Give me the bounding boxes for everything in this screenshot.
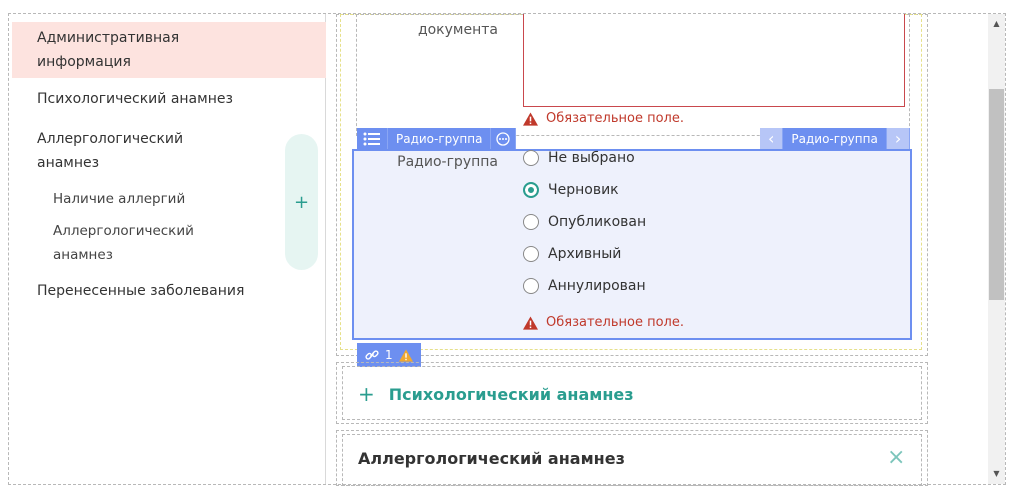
sidebar-item-label: Аллергологический анамнез [53, 223, 194, 263]
document-textarea[interactable] [523, 14, 905, 107]
radio-option-archived[interactable]: Архивный [523, 246, 621, 262]
sidebar-item-administrative-info[interactable]: Административная информация [12, 22, 326, 78]
component-toolbar-left: Радио-группа [357, 128, 517, 149]
plus-icon: + [358, 382, 375, 406]
sidebar-item-label: Перенесенные заболевания [37, 283, 245, 299]
chevron-left-icon: ‹ [768, 129, 775, 148]
chevron-right-icon: › [894, 129, 902, 148]
radio-button[interactable] [523, 214, 539, 230]
scroll-down-icon[interactable]: ▼ [993, 468, 1000, 478]
more-options-button[interactable] [491, 128, 517, 149]
parent-component-label[interactable]: Радио-группа [783, 128, 887, 149]
link-icon [365, 350, 379, 360]
component-toolbar-right: ‹ Радио-группа › [760, 128, 911, 149]
prev-component-button[interactable]: ‹ [760, 128, 784, 149]
psych-section-inner [342, 366, 922, 420]
add-psych-section-button[interactable]: + Психологический анамнез [358, 382, 634, 406]
sidebar-subitem-allergy-anamnesis[interactable]: Аллергологический анамнез [53, 219, 228, 267]
next-component-button[interactable]: › [886, 128, 911, 149]
sidebar-item-label: Наличие аллергий [53, 191, 186, 207]
radio-option-annulled[interactable]: Аннулирован [523, 278, 646, 294]
add-subsection-button[interactable]: + [285, 134, 318, 270]
radio-button[interactable] [523, 246, 539, 262]
allergy-section-title: Аллергологический анамнез [358, 449, 625, 468]
badge-count: 1 [385, 348, 393, 362]
sidebar: Административная информация Психологичес… [12, 14, 326, 484]
outer-frame [8, 13, 1006, 485]
document-error-message: Обязательное поле. [523, 111, 684, 126]
radio-option-draft[interactable]: Черновик [523, 182, 619, 198]
scroll-up-icon[interactable]: ▲ [993, 18, 1000, 28]
psych-section-title: Психологический анамнез [388, 384, 634, 404]
radio-group-label: Радио-группа [397, 154, 498, 170]
sidebar-item-label: Административная информация [37, 30, 180, 70]
sidebar-item-past-diseases[interactable]: Перенесенные заболевания [12, 279, 326, 303]
close-icon[interactable]: × [887, 445, 906, 470]
sidebar-item-psychological-anamnesis[interactable]: Психологический анамнез [12, 87, 326, 111]
sidebar-subitem-allergies[interactable]: Наличие аллергий [53, 187, 273, 211]
list-icon [363, 132, 380, 145]
sidebar-item-allergy-anamnesis[interactable]: Аллергологический анамнез [12, 127, 326, 175]
warning-icon [523, 315, 538, 330]
radio-option-not-selected[interactable]: Не выбрано [523, 150, 635, 166]
radio-button[interactable] [523, 150, 539, 166]
radio-option-published[interactable]: Опубликован [523, 214, 646, 230]
radio-button[interactable] [523, 278, 539, 294]
warning-icon [398, 348, 413, 362]
psych-section-frame [336, 362, 928, 424]
more-icon [496, 131, 511, 146]
radio-button-checked[interactable] [523, 182, 539, 198]
document-field-label: документа [417, 22, 498, 38]
radio-error-message: Обязательное поле. [523, 315, 684, 330]
radio-group-container[interactable] [352, 149, 912, 340]
warning-icon [523, 111, 538, 126]
component-type-label[interactable]: Радио-группа [388, 128, 492, 149]
sidebar-item-label: Психологический анамнез [37, 91, 233, 107]
allergy-section-inner [342, 434, 922, 486]
sidebar-item-label: Аллергологический анамнез [37, 131, 184, 171]
plus-icon: + [293, 191, 310, 213]
scroll-thumb[interactable] [989, 89, 1004, 300]
vertical-scrollbar[interactable]: ▲ ▼ [988, 14, 1005, 484]
links-warning-badge[interactable]: 1 [357, 343, 421, 367]
list-settings-button[interactable] [357, 128, 388, 149]
